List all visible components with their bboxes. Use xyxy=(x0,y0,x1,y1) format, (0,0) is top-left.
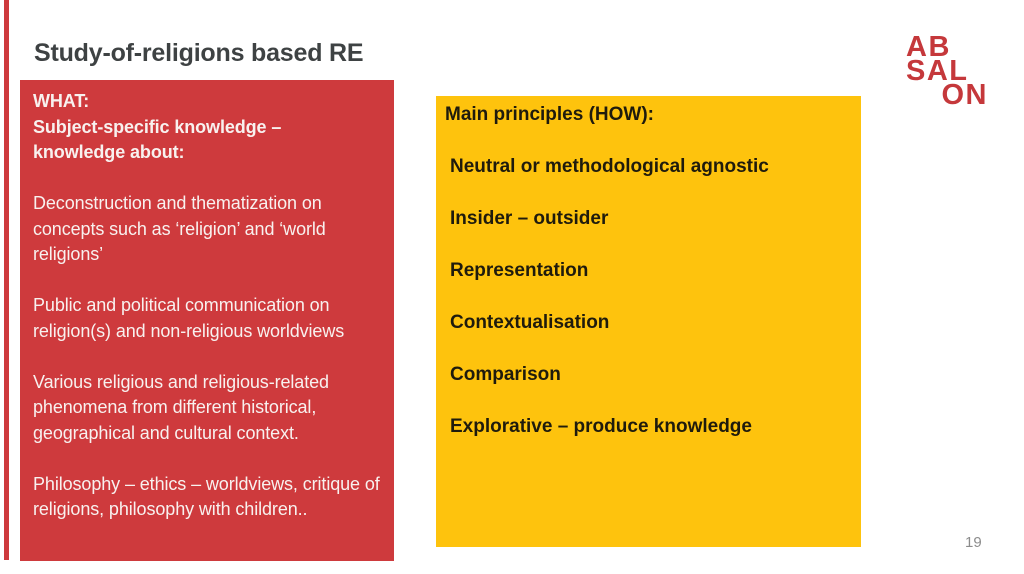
what-box: WHAT: Subject-specific knowledge – knowled… xyxy=(20,80,394,561)
what-box-paragraph: Various religious and religious-related … xyxy=(33,371,329,443)
what-box-paragraph: Deconstruction and thematization on conc… xyxy=(33,193,326,264)
what-box-heading-line: Subject-specific knowledge – xyxy=(33,116,282,137)
absalon-logo-line: SAL xyxy=(906,55,969,87)
how-box: Main principles (HOW): Neutral or method… xyxy=(436,96,861,547)
how-box-item: Explorative – produce knowledge xyxy=(450,416,752,437)
what-box-heading: WHAT: Subject-specific knowledge – knowled… xyxy=(33,89,384,166)
what-box-paragraph: Philosophy – ethics – worldviews, critiq… xyxy=(33,473,380,520)
page-number: 19 xyxy=(965,534,982,551)
how-box-item: Insider – outsider xyxy=(450,208,609,229)
what-box-paragraphs: Deconstruction and thematization on conc… xyxy=(33,191,384,523)
what-box-heading-line: knowledge about: xyxy=(33,142,185,162)
how-box-item: Representation xyxy=(450,260,589,281)
what-box-heading-line: WHAT: xyxy=(33,91,90,111)
how-box-item: Contextualisation xyxy=(450,312,610,333)
absalon-logo-line: ON xyxy=(941,79,988,111)
how-box-heading: Main principles (HOW): xyxy=(445,104,654,125)
what-box-paragraph: Public and political communication on re… xyxy=(33,295,345,341)
how-box-item: Comparison xyxy=(450,364,561,385)
left-accent-bar xyxy=(4,0,9,560)
how-box-item: Neutral or methodological agnostic xyxy=(450,156,769,177)
slide-title: Study-of-religions based RE xyxy=(34,39,364,67)
absalon-logo-line: AB xyxy=(906,31,951,63)
